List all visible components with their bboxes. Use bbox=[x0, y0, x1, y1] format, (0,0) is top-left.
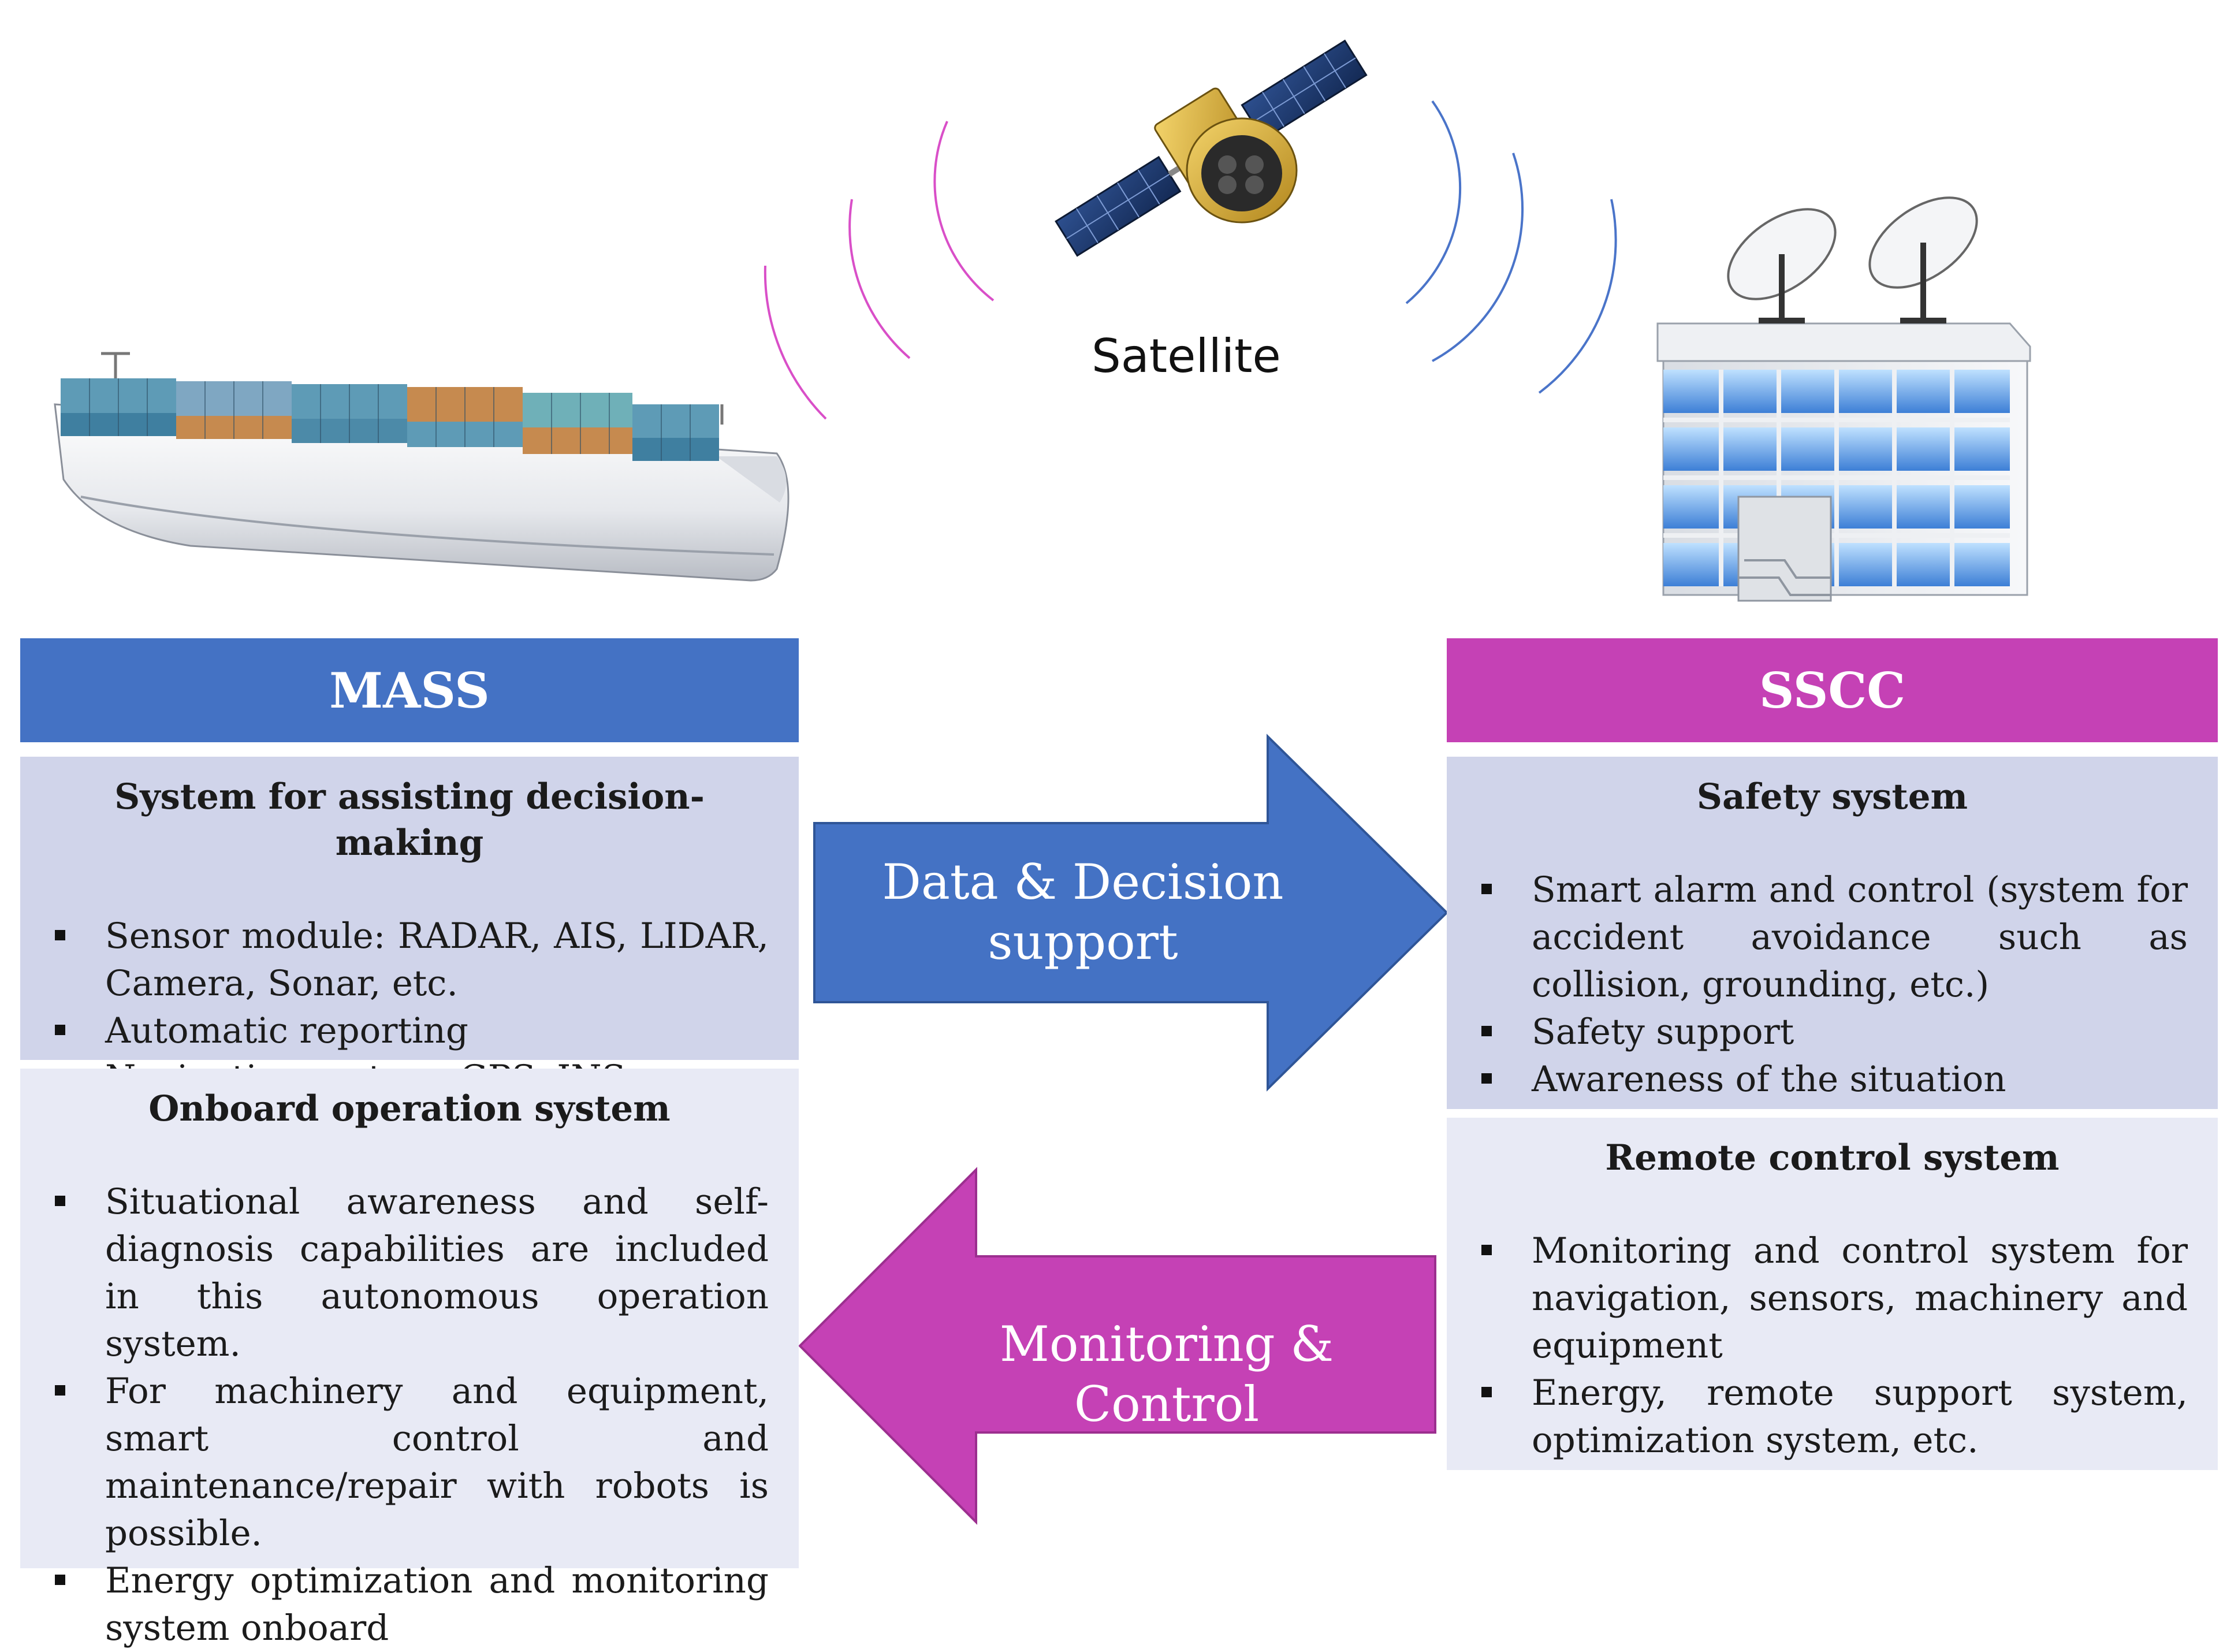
list-item: For machinery and equipment, smart contr… bbox=[50, 1368, 769, 1557]
sscc-header: SSCC bbox=[1447, 638, 2218, 742]
list-item: Automatic reporting bbox=[50, 1007, 769, 1055]
list-item: Energy optimization and monitoring syste… bbox=[50, 1557, 769, 1652]
satellite-icon bbox=[1055, 39, 1368, 257]
data-decision-label: Data & Decision support bbox=[814, 852, 1351, 972]
list-item: Monitoring and control system for naviga… bbox=[1477, 1227, 2188, 1370]
mass-header: MASS bbox=[20, 638, 799, 742]
monitoring-control-label: Monitoring & Control bbox=[999, 1316, 1334, 1433]
satellite-label: Satellite bbox=[1092, 329, 1281, 383]
signal-waves-right bbox=[1405, 100, 1617, 394]
list-item: Energy, remote support system, optimizat… bbox=[1477, 1370, 2188, 1464]
list-item: Smart alarm and control (system for acci… bbox=[1477, 866, 2188, 1009]
list-item: Situational awareness and self-diagnosis… bbox=[50, 1178, 769, 1368]
list-item: Sensor module: RADAR, AIS, LIDAR, Camera… bbox=[50, 913, 769, 1007]
signal-waves-left bbox=[764, 121, 995, 420]
satellite-dish-icon bbox=[1727, 208, 1837, 323]
list-item: Safety support bbox=[1477, 1009, 2188, 1056]
safety-system-panel: Safety system Smart alarm and control (s… bbox=[1447, 757, 2218, 1109]
list-item: Awareness of the situation bbox=[1477, 1056, 2188, 1103]
remote-control-title: Remote control system bbox=[1605, 1137, 2060, 1178]
diagram-illustration bbox=[54, 39, 2031, 1525]
remote-control-panel: Remote control system Monitoring and con… bbox=[1447, 1118, 2218, 1470]
control-center-building-icon bbox=[1656, 196, 2031, 602]
data-decision-label-line2: support bbox=[988, 914, 1178, 970]
data-decision-label-line1: Data & Decision bbox=[882, 854, 1284, 910]
data-decision-arrow bbox=[813, 734, 1448, 1092]
onboard-operation-title: Onboard operation system bbox=[148, 1088, 671, 1129]
onboard-operation-panel: Onboard operation system Situational awa… bbox=[20, 1069, 799, 1649]
monitoring-control-arrow bbox=[798, 1167, 1436, 1525]
decision-support-panel: System for assisting decision-making Sen… bbox=[20, 757, 799, 1099]
safety-system-title: Safety system bbox=[1696, 776, 1968, 817]
container-ship-icon bbox=[54, 352, 790, 582]
satellite-dish-icon bbox=[1868, 196, 1978, 323]
decision-support-title: System for assisting decision-making bbox=[114, 776, 705, 864]
